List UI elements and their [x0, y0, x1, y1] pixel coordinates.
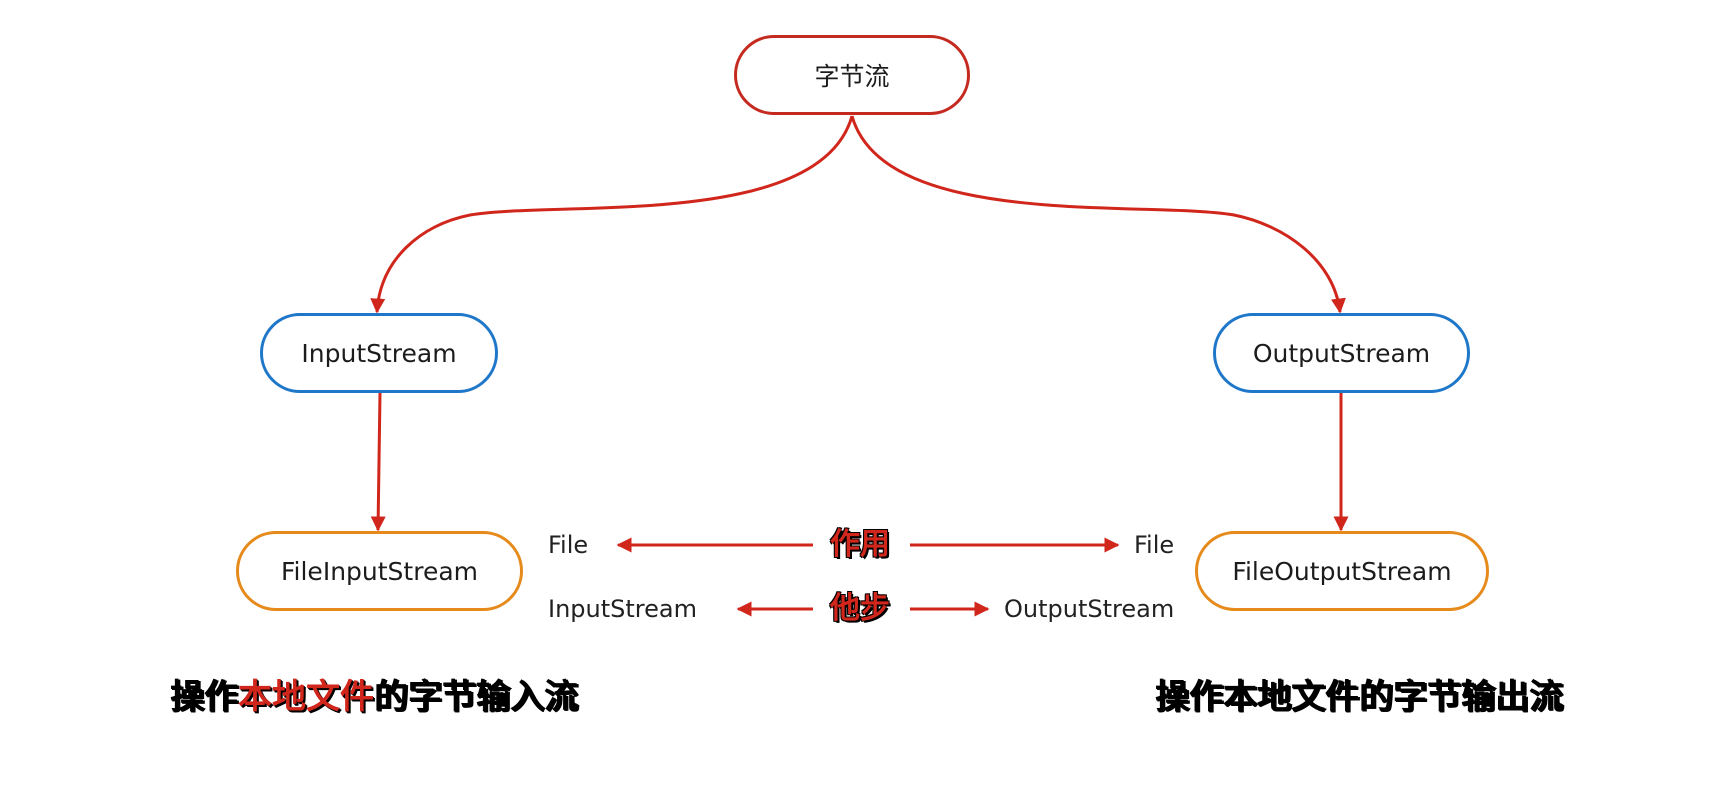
node-fileinputstream: FileInputStream — [236, 531, 523, 611]
node-outputstream: OutputStream — [1213, 313, 1470, 393]
caption-right-text: 操作本地文件的字节输出流 — [1155, 677, 1563, 717]
node-root-label: 字节流 — [814, 62, 890, 91]
caption-left: 操作本地文件的字节输入流 — [170, 680, 578, 714]
node-root-byte-stream: 字节流 — [734, 35, 970, 115]
row1-left-label: File — [548, 531, 589, 559]
edge-root-to-outputstream — [850, 115, 1346, 314]
node-outputstream-label: OutputStream — [1252, 338, 1431, 368]
node-fileoutputstream-label: FileOutputStream — [1232, 556, 1452, 586]
row1-right-label: File — [1134, 531, 1175, 559]
edge-inputstream-to-fileinputstream — [370, 392, 386, 532]
node-inputstream-label: InputStream — [301, 338, 457, 368]
edge-root-to-inputstream — [370, 115, 854, 314]
row2-tag: 他步 — [830, 591, 890, 626]
caption-left-prefix: 操作 — [170, 677, 238, 717]
node-fileoutputstream: FileOutputStream — [1195, 531, 1489, 611]
caption-right: 操作本地文件的字节输出流 — [1155, 680, 1563, 714]
node-inputstream: InputStream — [260, 313, 498, 393]
row2-right-label: OutputStream — [1004, 595, 1175, 623]
caption-left-highlight: 本地文件 — [238, 677, 374, 717]
node-fileinputstream-label: FileInputStream — [280, 556, 479, 586]
row1-tag: 作用 — [830, 527, 890, 562]
caption-left-suffix: 的字节输入流 — [374, 677, 578, 717]
row2-left-label: InputStream — [548, 595, 697, 623]
